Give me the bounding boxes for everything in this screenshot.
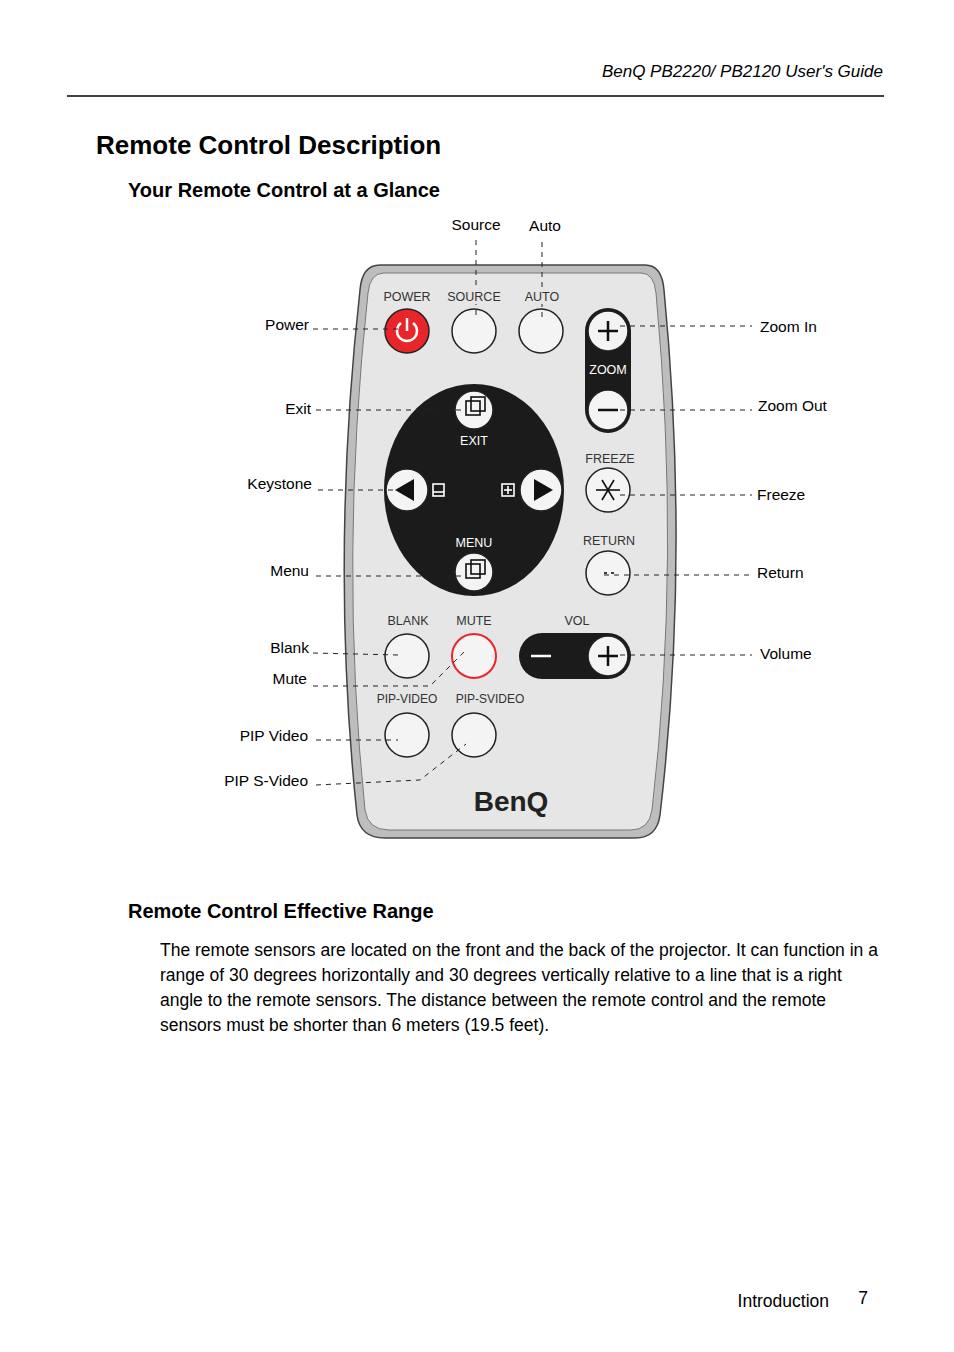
callout-label: Auto	[527, 217, 563, 235]
callout-label: Return	[757, 564, 804, 582]
button-label: EXIT	[460, 434, 488, 448]
button-label: POWER	[381, 290, 432, 304]
footer-section: Introduction	[738, 1291, 829, 1311]
button-label: PIP-SVIDEO	[454, 693, 527, 707]
callout-label: Freeze	[757, 486, 805, 504]
button-label: SOURCE	[445, 290, 502, 304]
button-label: FREEZE	[583, 452, 636, 466]
callout-label: Blank	[270, 639, 309, 657]
callout-label: Menu	[270, 562, 309, 580]
callout-label: Source	[449, 216, 502, 234]
brand-logo: BenQ	[474, 786, 549, 818]
button-label: RETURN	[581, 534, 637, 548]
callout-label: Power	[265, 316, 309, 334]
page-header: BenQ PB2220/ PB2120 User's Guide	[602, 62, 883, 82]
callout-label: Mute	[273, 670, 307, 688]
callout-label: Zoom In	[760, 318, 817, 336]
button-label: MUTE	[454, 614, 493, 628]
page-number: 7	[858, 1288, 868, 1308]
section-heading: Your Remote Control at a Glance	[128, 179, 440, 202]
callout-label: Volume	[760, 645, 812, 663]
page-title: Remote Control Description	[96, 131, 441, 161]
callout-label: Zoom Out	[758, 397, 827, 415]
callout-label: PIP S-Video	[224, 772, 308, 790]
button-label: PIP-VIDEO	[375, 693, 440, 707]
callout-label: PIP Video	[240, 727, 308, 745]
button-label: AUTO	[523, 290, 562, 304]
button-label: VOL	[562, 614, 591, 628]
button-label: ZOOM	[589, 363, 627, 377]
button-label: MENU	[456, 536, 493, 550]
section-heading: Remote Control Effective Range	[128, 900, 434, 923]
callout-label: Keystone	[247, 475, 312, 493]
button-label: BLANK	[386, 614, 431, 628]
body-paragraph: The remote sensors are located on the fr…	[160, 938, 885, 1038]
callout-label: Exit	[285, 400, 311, 418]
